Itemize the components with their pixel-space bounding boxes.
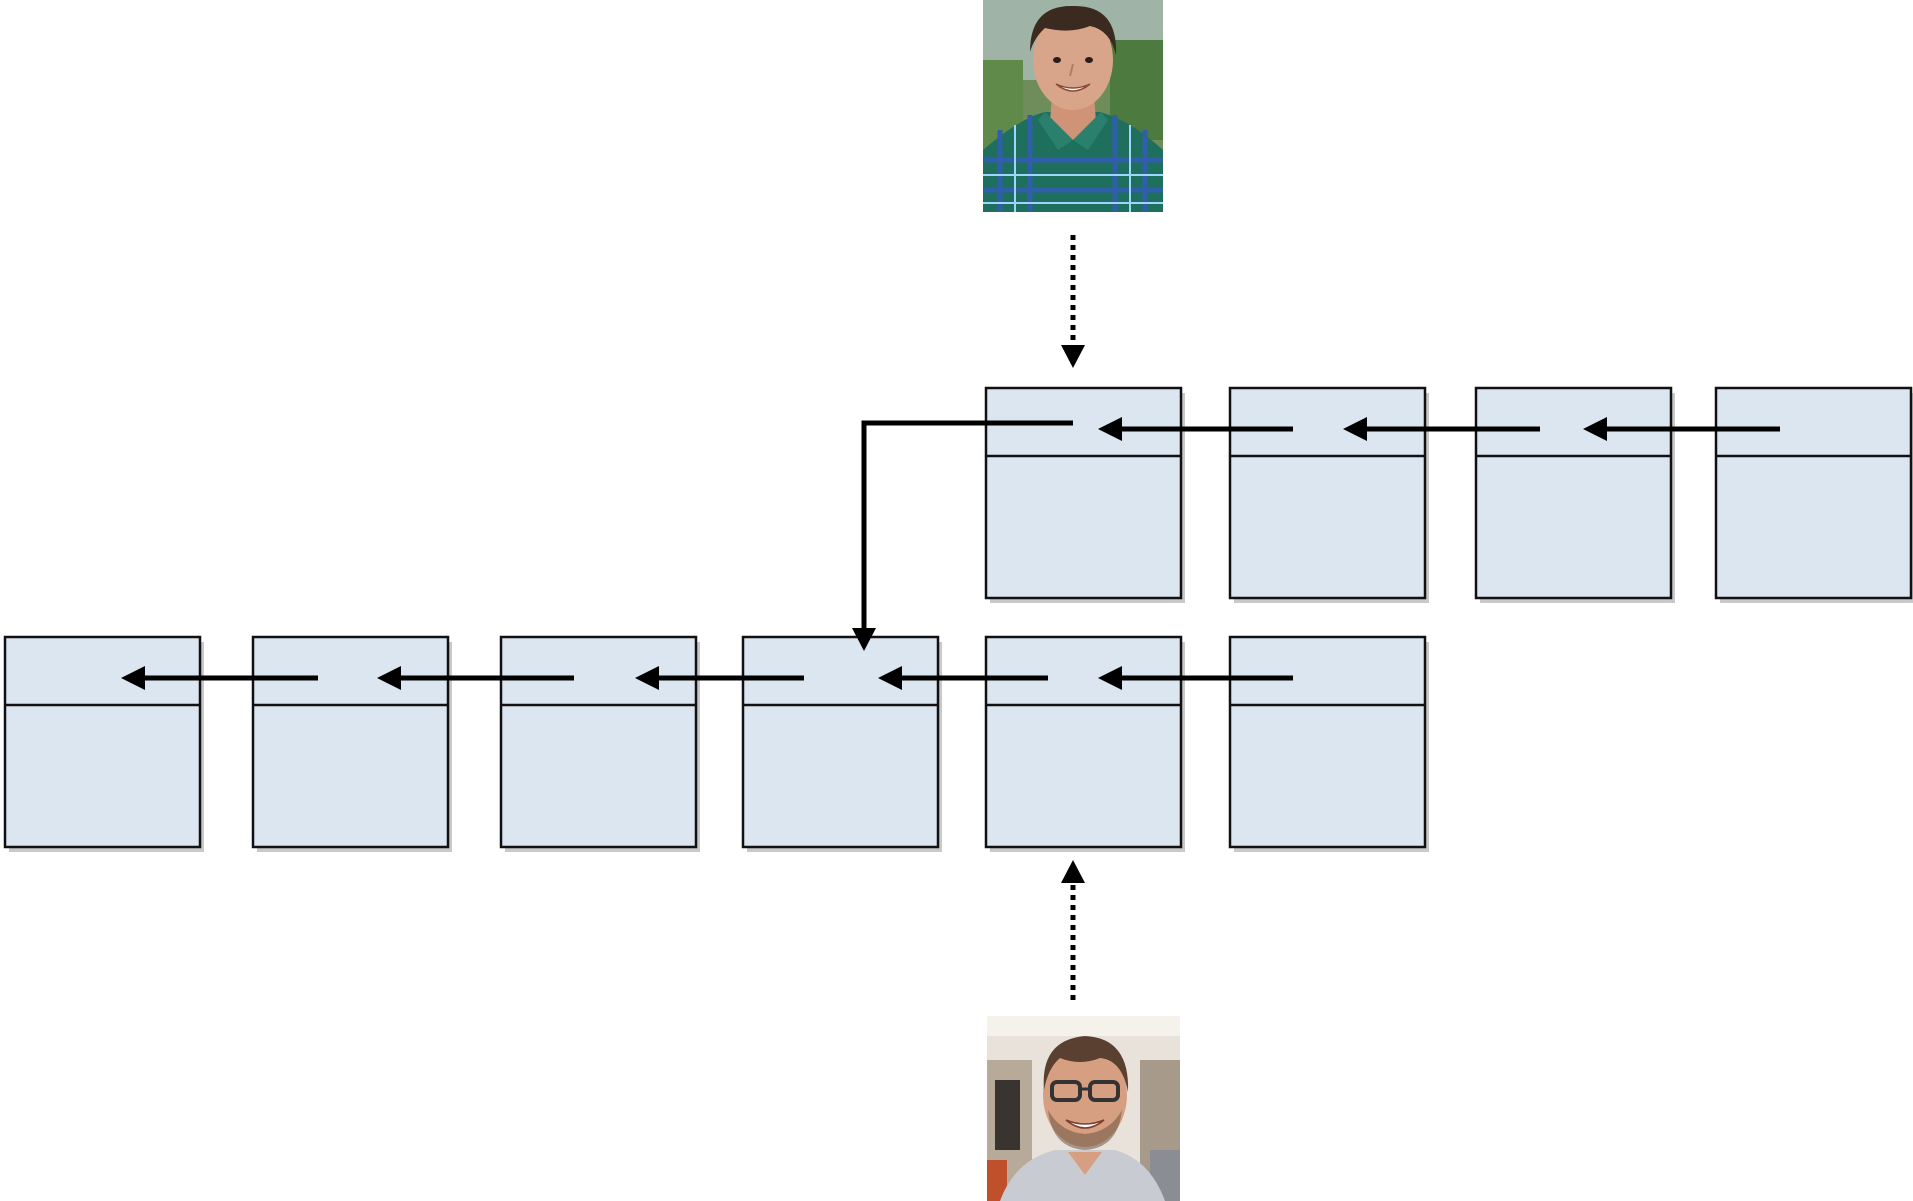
lower-block-1-body <box>3 635 202 849</box>
upper-block-3 <box>1474 386 1673 600</box>
fork-link-upper-to-lower <box>852 420 1073 651</box>
lower-block-5 <box>984 635 1183 849</box>
lower-block-3-body <box>499 635 698 849</box>
upper-block-3-body <box>1474 386 1673 600</box>
upper-block-1-body <box>984 386 1183 600</box>
block-links <box>121 417 1780 690</box>
lower-block-3 <box>499 635 698 849</box>
lower-link-4-to-3 <box>635 666 804 690</box>
lower-block-6-body <box>1228 635 1427 849</box>
upper-block-4 <box>1714 386 1913 600</box>
lower-block-6 <box>1228 635 1427 849</box>
lower-block-4-body <box>741 635 940 849</box>
upper-avatar <box>983 0 1163 212</box>
lower-block-1 <box>3 635 202 849</box>
upper-avatar-pointer <box>1061 235 1085 368</box>
upper-block-4-body <box>1714 386 1913 600</box>
lower-avatar <box>987 1016 1180 1201</box>
lower-link-3-to-2 <box>377 666 574 690</box>
lower-block-2-body <box>251 635 450 849</box>
upper-link-2-to-1 <box>1098 417 1293 441</box>
upper-block-1 <box>984 386 1183 600</box>
upper-block-2 <box>1228 386 1427 600</box>
lower-block-5-body <box>984 635 1183 849</box>
upper-block-2-body <box>1228 386 1427 600</box>
lower-block-2 <box>251 635 450 849</box>
lower-avatar-pointer <box>1061 860 1085 1000</box>
lower-block-4 <box>741 635 940 849</box>
upper-link-4-to-3 <box>1583 417 1780 441</box>
block-chain <box>3 386 1913 849</box>
lower-link-2-to-1 <box>121 666 318 690</box>
lower-link-6-to-5 <box>1098 666 1293 690</box>
lower-link-5-to-4 <box>878 666 1048 690</box>
upper-link-3-to-2 <box>1343 417 1540 441</box>
